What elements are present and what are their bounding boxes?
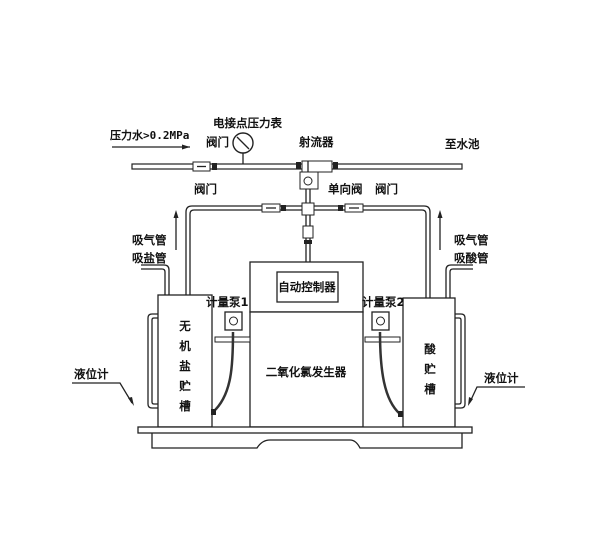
pump1-icon <box>211 311 251 415</box>
right-level-gauge <box>455 313 466 409</box>
base-plate <box>137 426 473 434</box>
level-left-leader <box>72 382 133 404</box>
right-valve-icon <box>338 203 364 213</box>
pump1-label: 计量泵1 <box>206 295 249 309</box>
level-left-label: 液位计 <box>74 367 109 381</box>
salt-pipe-label: 吸盐管 <box>132 251 167 265</box>
left-up-arrow <box>173 210 179 250</box>
pump2-icon <box>364 311 403 417</box>
left-valve-icon <box>261 203 286 213</box>
right-up-arrow <box>437 210 443 250</box>
generator-label: 二氧化氯发生器 <box>266 365 347 379</box>
acid-pipe-label: 吸酸管 <box>454 251 489 265</box>
check-valve-icon <box>302 225 314 244</box>
svg-text:盐: 盐 <box>179 359 191 373</box>
to-pool-label: 至水池 <box>445 137 480 151</box>
salt-suction-pipe <box>141 264 170 295</box>
svg-text:酸: 酸 <box>424 342 436 356</box>
level-right-leader <box>469 386 525 403</box>
controller-label: 自动控制器 <box>278 280 336 294</box>
svg-text:槽: 槽 <box>424 382 436 396</box>
air-pipe-right-label: 吸气管 <box>454 233 489 247</box>
svg-text:机: 机 <box>179 339 191 353</box>
salt-tank-label: 无 机 盐 贮 槽 <box>178 319 191 413</box>
check-valve-label: 单向阀 <box>328 182 363 196</box>
valve-right-label: 阀门 <box>375 182 398 196</box>
ejector-label: 射流器 <box>298 135 334 149</box>
acid-tank-label: 酸 贮 槽 <box>423 342 436 396</box>
base-tray <box>151 433 463 449</box>
acid-tank <box>402 297 456 428</box>
controller-box <box>276 271 339 303</box>
pressure-gauge-label: 电接点压力表 <box>213 116 282 130</box>
inlet-arrow <box>112 144 190 150</box>
pressure-water-label: 压力水>0.2MPa <box>110 128 189 142</box>
ejector-icon <box>296 160 338 190</box>
svg-text:贮: 贮 <box>178 379 191 393</box>
acid-suction-pipe <box>445 264 473 298</box>
valve-left-label: 阀门 <box>194 182 217 196</box>
svg-text:贮: 贮 <box>423 362 436 376</box>
pump2-label: 计量泵2 <box>362 295 405 309</box>
pipe-cross <box>301 202 315 216</box>
left-level-gauge <box>147 313 158 409</box>
inlet-valve-icon <box>192 161 217 172</box>
air-pipe-left-label: 吸气管 <box>132 233 167 247</box>
level-right-label: 液位计 <box>484 371 519 385</box>
valve-top-label: 阀门 <box>206 135 229 149</box>
svg-text:无: 无 <box>178 319 191 333</box>
pressure-gauge-icon <box>232 132 254 164</box>
svg-text:槽: 槽 <box>179 399 191 413</box>
salt-tank <box>157 294 213 428</box>
